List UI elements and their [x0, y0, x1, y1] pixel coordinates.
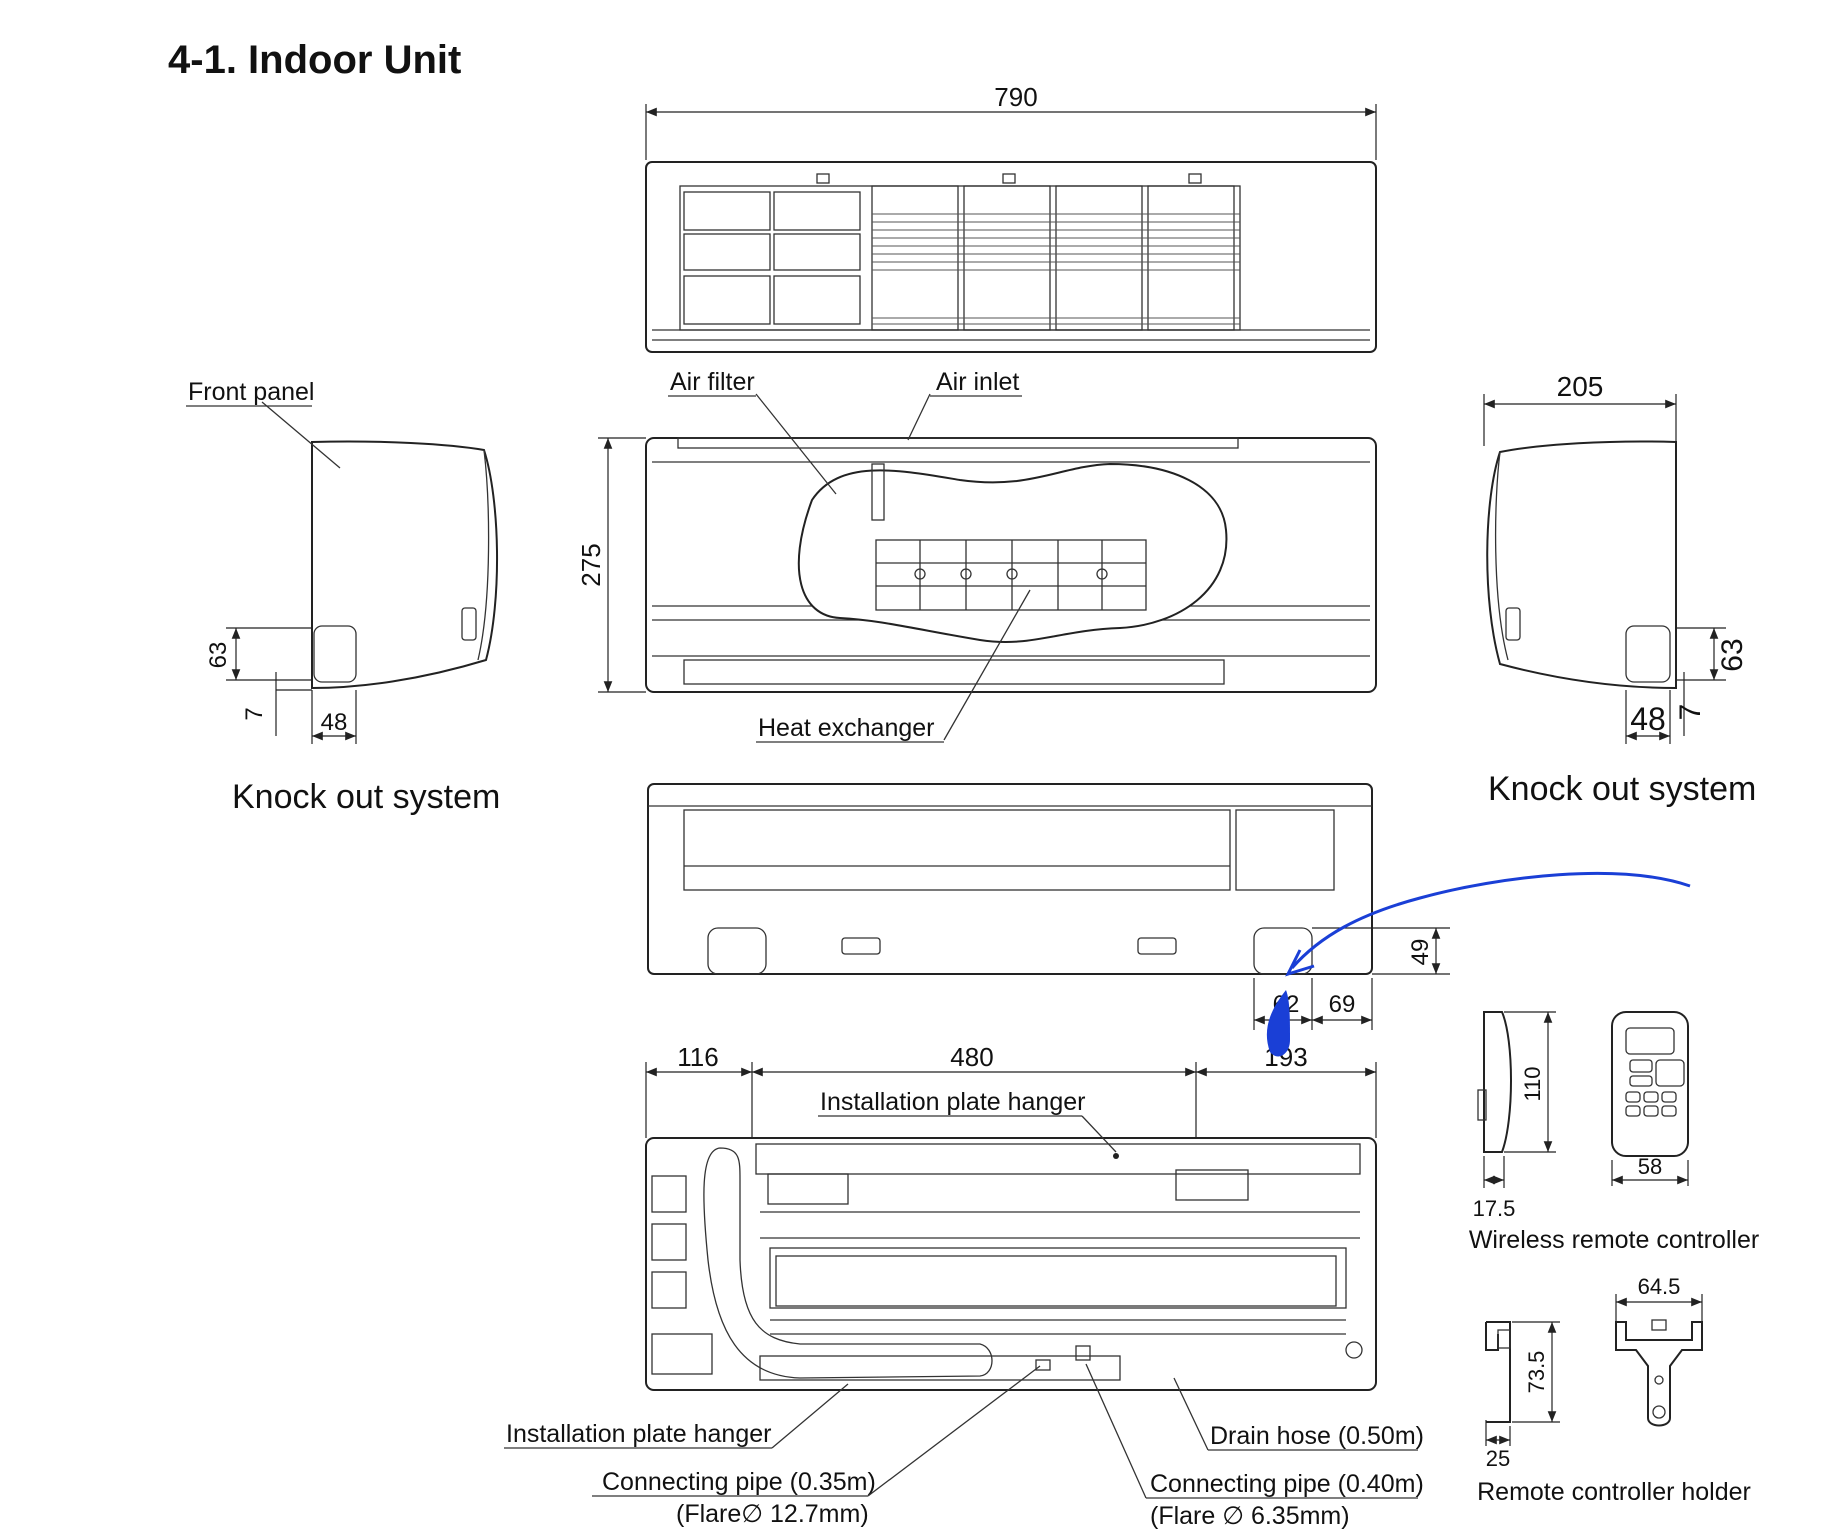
dim-knockout-width-left: 48 [321, 709, 348, 736]
label-installation-plate-hanger-bottom: Installation plate hanger [506, 1420, 771, 1448]
holder-front-view [1615, 1294, 1703, 1427]
holder-width-64-5: 64.5 [1638, 1274, 1681, 1299]
label-heat-exchanger: Heat exchanger [758, 714, 935, 742]
label-drain-hose: Drain hose (0.50m) [1210, 1422, 1424, 1450]
dim-width-790: 790 [994, 82, 1037, 112]
holder-side-view [1485, 1321, 1560, 1446]
dim-bottom-margin-69: 69 [1329, 991, 1356, 1018]
blue-arrow-annotation [1266, 871, 1691, 1057]
dim-plate-middle-480: 480 [950, 1042, 993, 1072]
remote-height-110: 110 [1520, 1066, 1545, 1101]
page-title: 4-1. Indoor Unit [168, 38, 462, 82]
holder-height-73-5: 73.5 [1524, 1351, 1549, 1394]
label-flare-2: (Flare ∅ 6.35mm) [1150, 1502, 1350, 1530]
left-side-view [226, 401, 499, 744]
dim-knockout-offset-left: 7 [241, 707, 268, 720]
remote-depth-17-5: 17.5 [1473, 1196, 1516, 1221]
holder-depth-25: 25 [1486, 1446, 1510, 1471]
remote-side-view [1477, 1011, 1556, 1188]
label-connecting-pipe-2: Connecting pipe (0.40m) [1150, 1470, 1424, 1498]
remote-front-view [1611, 1011, 1689, 1186]
front-view: 275 [576, 393, 1377, 741]
top-view: 790 [645, 82, 1377, 353]
label-air-filter: Air filter [670, 368, 755, 396]
dim-bottom-offset-49: 49 [1407, 939, 1434, 966]
remote-width-58: 58 [1638, 1154, 1662, 1179]
rear-view [645, 1062, 1377, 1391]
label-connecting-pipe-1: Connecting pipe (0.35m) [602, 1468, 876, 1496]
right-side-view [1483, 394, 1726, 744]
heat-exchanger-grid [875, 539, 1147, 611]
dim-depth-205: 205 [1557, 371, 1604, 402]
dim-knockout-width-right: 48 [1630, 701, 1666, 737]
dim-knockout-height-left: 63 [205, 642, 232, 669]
filter-grid [683, 173, 1240, 331]
holder-label: Remote controller holder [1477, 1478, 1751, 1506]
label-air-inlet: Air inlet [936, 368, 1019, 396]
label-front-panel: Front panel [188, 378, 314, 406]
bottom-front-view [647, 783, 1450, 1030]
dim-plate-left-116: 116 [677, 1042, 718, 1072]
dim-knockout-offset-right: 7 [1674, 704, 1707, 721]
label-knockout-right: Knock out system [1488, 770, 1756, 808]
dim-height-275: 275 [576, 543, 606, 586]
dim-knockout-height-right: 63 [1716, 638, 1749, 671]
label-installation-plate-hanger-top: Installation plate hanger [820, 1088, 1085, 1116]
remote-label: Wireless remote controller [1469, 1226, 1759, 1254]
label-flare-1: (Flare∅ 12.7mm) [676, 1500, 869, 1528]
label-knockout-left: Knock out system [232, 778, 500, 816]
cutaway-view [797, 462, 1228, 643]
